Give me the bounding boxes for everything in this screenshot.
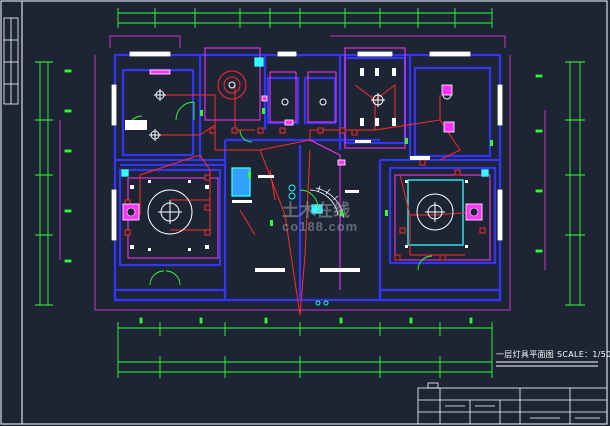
dimension-bottom	[117, 322, 493, 378]
drawing-title: 一层灯具平面图	[496, 350, 555, 359]
magenta-fixture-centers	[126, 207, 479, 217]
doors	[127, 101, 433, 286]
interior-outlines	[127, 47, 491, 290]
watermark-cn: 土木在线	[282, 201, 350, 220]
site-boundary	[59, 35, 546, 311]
drawing-caption: 一层灯具平面图 SCALE：1/50	[496, 349, 610, 360]
downlights	[125, 68, 468, 272]
watermark-en: co188.com	[282, 219, 359, 234]
left-margin-tabs	[3, 17, 19, 105]
switches	[200, 108, 493, 226]
dimension-ticks	[64, 69, 543, 324]
walls	[113, 53, 502, 302]
title-block	[417, 382, 608, 425]
circuit-markers	[124, 127, 486, 261]
stair	[309, 185, 345, 219]
windows	[111, 51, 503, 241]
title-underline	[496, 361, 598, 367]
drawing-scale: SCALE：1/50	[556, 350, 610, 359]
dimension-sides	[35, 61, 585, 306]
dimension-top	[117, 8, 493, 28]
watermark: 土木在线 co188.com	[282, 196, 358, 234]
switch-markers	[288, 184, 329, 306]
